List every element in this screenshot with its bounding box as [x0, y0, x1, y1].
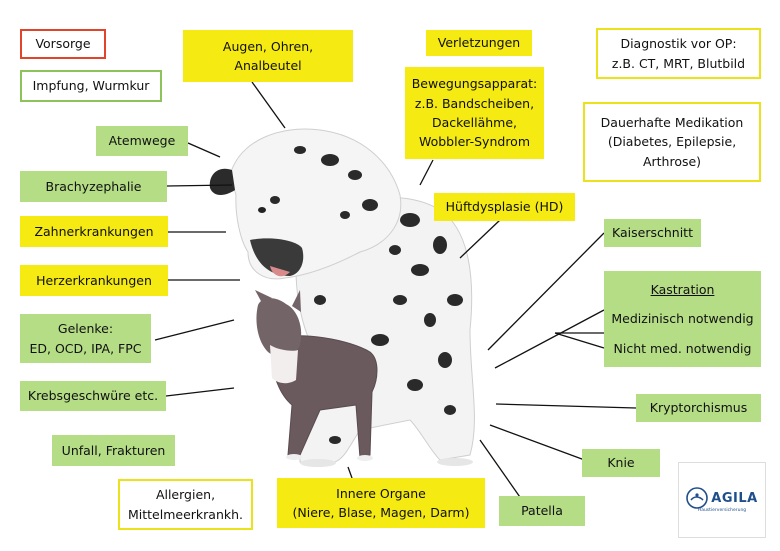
- augen-label: Augen, Ohren, Analbeutel: [183, 30, 353, 82]
- gelenke-line-2: ED, OCD, IPA, FPC: [29, 340, 142, 356]
- diagnostik-line-1: Diagnostik vor OP:: [620, 36, 737, 52]
- hueftdysplasie-text: Hüftdysplasie (HD): [445, 199, 564, 215]
- patella-text: Patella: [521, 503, 563, 519]
- allergien-line-1: Allergien,: [155, 487, 216, 503]
- brachyzephalie-text: Brachyzephalie: [45, 178, 142, 194]
- atemwege-label: Atemwege: [96, 126, 188, 156]
- kaiserschnitt-label: Kaiserschnitt: [604, 219, 701, 247]
- krebs-text: Krebsgeschwüre etc.: [27, 388, 159, 404]
- knie-label: Knie: [582, 449, 660, 477]
- impfung-label: Impfung, Wurmkur: [20, 70, 162, 102]
- kastration-nicht-med: Nicht med. notwendig: [613, 340, 752, 356]
- allergien-label: Allergien, Mittelmeerkrankh.: [118, 479, 253, 530]
- diagnostik-label: Diagnostik vor OP: z.B. CT, MRT, Blutbil…: [596, 28, 761, 79]
- augen-line-2: Analbeutel: [234, 58, 302, 73]
- medikation-line-1: Dauerhafte Medikation: [600, 114, 744, 130]
- logo-name: AGILA: [711, 490, 758, 506]
- bewegung-line-1: Bewegungsapparat:: [411, 76, 538, 92]
- logo-subtitle: Haustierversicherung: [697, 508, 747, 513]
- hueftdysplasie-label: Hüftdysplasie (HD): [434, 193, 575, 221]
- atemwege-text: Atemwege: [108, 133, 176, 149]
- zahnerkrankungen-text: Zahnerkrankungen: [34, 223, 154, 239]
- augen-line-1: Augen, Ohren,: [222, 38, 314, 54]
- bewegungsapparat-label: Bewegungsapparat: z.B. Bandscheiben, Dac…: [405, 67, 544, 159]
- agila-logo: AGILA Haustierversicherung: [678, 462, 766, 538]
- brachyzephalie-label: Brachyzephalie: [20, 171, 167, 202]
- krebs-label: Krebsgeschwüre etc.: [20, 381, 166, 411]
- impfung-text: Impfung, Wurmkur: [32, 78, 150, 94]
- kastration-label: Kastration Medizinisch notwendig Nicht m…: [604, 271, 761, 367]
- diagnostik-line-2: z.B. CT, MRT, Blutbild: [611, 55, 746, 71]
- patella-label: Patella: [499, 496, 585, 526]
- gelenke-label: Gelenke: ED, OCD, IPA, FPC: [20, 314, 151, 363]
- unfall-label: Unfall, Frakturen: [52, 435, 175, 466]
- vorsorge-label: Vorsorge: [20, 29, 106, 59]
- knie-text: Knie: [607, 455, 635, 471]
- kaiserschnitt-text: Kaiserschnitt: [612, 225, 693, 241]
- vorsorge-text: Vorsorge: [35, 36, 91, 52]
- bewegung-line-4: Wobbler-Syndrom: [418, 134, 531, 150]
- herzerkrankungen-label: Herzerkrankungen: [20, 265, 168, 296]
- verletzungen-label: Verletzungen: [426, 30, 532, 56]
- unfall-text: Unfall, Frakturen: [61, 442, 166, 458]
- paw-circle-icon: [686, 487, 709, 509]
- zahnerkrankungen-label: Zahnerkrankungen: [20, 216, 168, 247]
- innere-organe-label: Innere Organe (Niere, Blase, Magen, Darm…: [277, 478, 485, 528]
- verletzungen-text: Verletzungen: [437, 35, 521, 51]
- dauerhafte-medikation-label: Dauerhafte Medikation (Diabetes, Epileps…: [583, 102, 761, 182]
- kastration-medizinisch: Medizinisch notwendig: [611, 311, 754, 327]
- kastration-heading: Kastration: [650, 281, 715, 297]
- herzerkrankungen-text: Herzerkrankungen: [36, 272, 152, 288]
- bewegung-line-3: Dackellähme,: [431, 115, 517, 130]
- innere-line-1: Innere Organe: [336, 485, 426, 501]
- gelenke-line-1: Gelenke:: [57, 321, 114, 337]
- kryptorchismus-text: Kryptorchismus: [649, 400, 748, 416]
- medikation-line-2: (Diabetes, Epilepsie,: [607, 134, 737, 150]
- bewegung-line-2: z.B. Bandscheiben,: [414, 95, 535, 111]
- kryptorchismus-label: Kryptorchismus: [636, 394, 761, 422]
- innere-line-2: (Niere, Blase, Magen, Darm): [292, 505, 470, 520]
- allergien-line-2: Mittelmeerkrankh.: [127, 506, 243, 522]
- medikation-line-3: Arthrose): [642, 153, 702, 169]
